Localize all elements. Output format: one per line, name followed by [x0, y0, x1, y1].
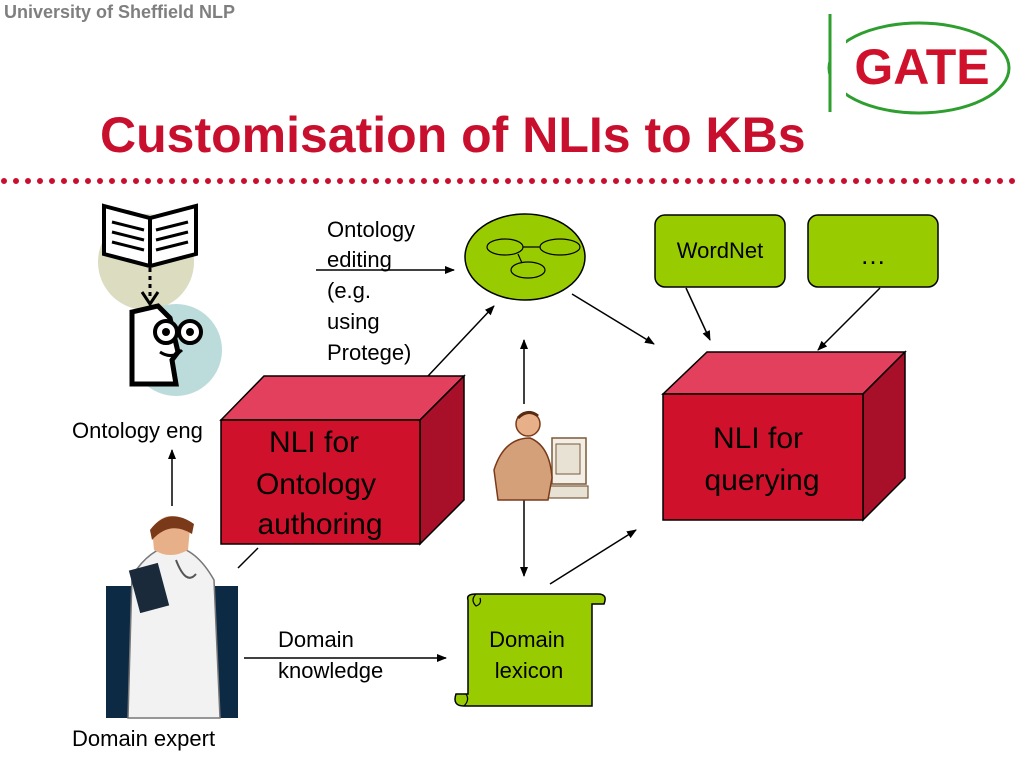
svg-text:editing: editing — [327, 247, 392, 272]
svg-text:NLI for: NLI for — [713, 422, 803, 455]
domain-expert-label: Domain expert — [72, 726, 215, 751]
svg-text:querying: querying — [704, 464, 819, 497]
domain-knowledge-label: Domain knowledge — [278, 627, 383, 683]
svg-text:(e.g.: (e.g. — [327, 278, 371, 303]
arrow-expert-to-authoring — [237, 547, 259, 569]
svg-text:Domain: Domain — [489, 627, 565, 652]
svg-text:Protege): Protege) — [327, 340, 411, 365]
svg-text:NLI for: NLI for — [269, 426, 359, 459]
svg-text:Domain: Domain — [278, 627, 354, 652]
wordnet-label: WordNet — [677, 238, 763, 263]
svg-text:Ontology: Ontology — [256, 468, 376, 501]
arrow-lexicon-to-querying — [549, 529, 637, 585]
domain-lexicon-label: Domain lexicon — [489, 627, 565, 683]
nli-querying-label: NLI for querying — [704, 422, 819, 497]
ontology-engineer-label: Ontology eng — [72, 418, 203, 443]
organization-label: University of Sheffield NLP — [4, 2, 236, 22]
arrow-more-to-querying — [817, 287, 881, 351]
svg-text:authoring: authoring — [257, 508, 382, 541]
svg-text:knowledge: knowledge — [278, 658, 383, 683]
svg-text:lexicon: lexicon — [495, 658, 563, 683]
engineer-face-icon — [129, 303, 203, 387]
arrow-authoring-to-ontology — [427, 305, 495, 377]
computer-user-clipart — [493, 411, 589, 501]
arrow-ontology-to-querying — [571, 293, 655, 345]
nli-authoring-label: NLI for Ontology authoring — [256, 426, 383, 541]
domain-lexicon-scroll — [454, 593, 606, 707]
svg-text:Ontology: Ontology — [327, 217, 415, 242]
nli-authoring-cube — [219, 374, 466, 546]
wordnet-box — [654, 214, 786, 288]
nli-querying-cube — [661, 350, 907, 522]
gate-logo: GATE — [827, 14, 1011, 115]
svg-text:using: using — [327, 309, 380, 334]
arrow-wordnet-to-querying — [685, 287, 711, 341]
ontology-engineer-clipart — [98, 203, 222, 396]
more-resources-label: … — [860, 240, 886, 270]
book-icon — [102, 203, 198, 269]
gate-logo-text: GATE — [854, 39, 989, 95]
domain-expert-clipart — [106, 516, 238, 719]
slide-title: Customisation of NLIs to KBs — [100, 107, 806, 163]
more-resources-box — [807, 214, 939, 288]
dotted-divider — [1, 178, 1023, 184]
ontology-editing-label: Ontology editing (e.g. using Protege) — [327, 217, 415, 365]
ontology-node — [464, 213, 586, 301]
